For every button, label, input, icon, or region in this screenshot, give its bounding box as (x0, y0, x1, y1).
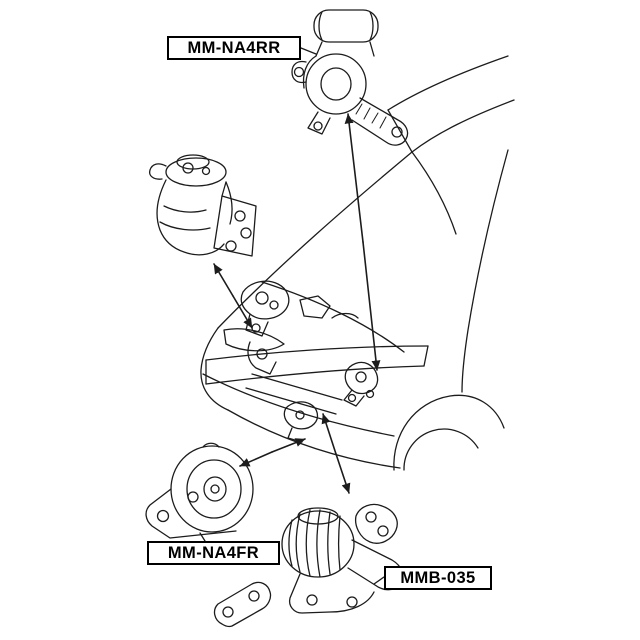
label-connectors (199, 47, 385, 585)
part-label-mm-na4rr: MM-NA4RR (167, 36, 301, 60)
part-label-mm-na4fr: MM-NA4FR (147, 541, 280, 565)
part-label-mmb-035: MMB-035 (384, 566, 492, 590)
part-drawing-mm-na4rr (291, 9, 409, 146)
car-body-sketch (200, 55, 515, 471)
part-drawing-engine-mount-left (148, 154, 257, 257)
pointer-arrows (213, 113, 381, 494)
part-drawing-bracket-plate (213, 581, 272, 628)
engine-bay-sketch (205, 280, 429, 443)
part-drawing-mmb-035 (281, 503, 404, 614)
part-drawing-mm-na4fr (145, 442, 254, 539)
